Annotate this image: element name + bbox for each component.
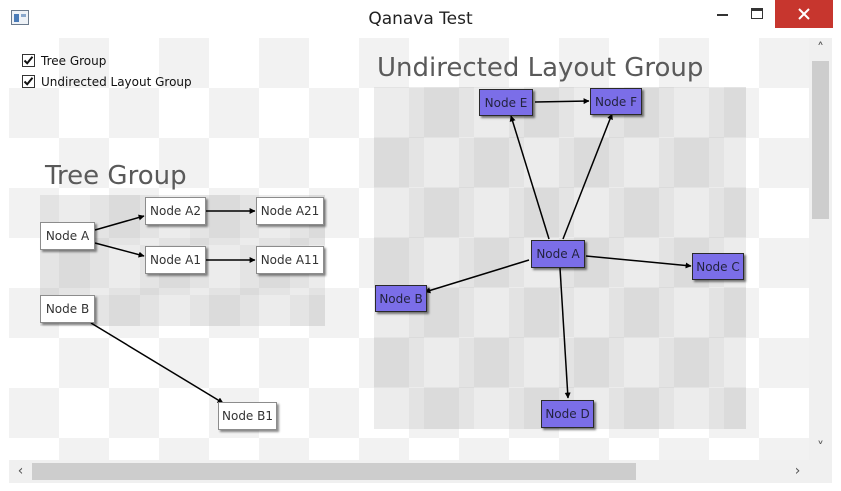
app-window-icon[interactable]: [11, 10, 29, 25]
tree-node-a[interactable]: Node A: [40, 222, 95, 250]
undirected-layout-group-checkbox[interactable]: Undirected Layout Group: [22, 71, 192, 92]
horizontal-scroll-thumb[interactable]: [32, 463, 636, 480]
chevron-right-icon[interactable]: ›: [794, 463, 801, 479]
tree-node-a1[interactable]: Node A1: [145, 246, 206, 274]
client-area: Tree Group Undirected Layout Group Node …: [9, 38, 832, 483]
chevron-up-icon[interactable]: ˄: [817, 41, 824, 57]
edge-und-a-c: [585, 255, 692, 269]
edge-und-a-f: [562, 113, 613, 240]
tree-group-title: Tree Group: [45, 161, 187, 191]
edge-und-a-e: [509, 115, 550, 240]
title-bar: Qanava Test: [0, 0, 841, 38]
tree-group-checkbox-label: Tree Group: [41, 53, 107, 68]
checkbox-box[interactable]: [22, 54, 35, 67]
scrollbar-corner: [809, 460, 832, 483]
vertical-scroll-thumb[interactable]: [812, 61, 829, 219]
chevron-down-icon[interactable]: ˅: [817, 440, 824, 456]
edge-tree-a-a1: [94, 242, 145, 258]
close-button[interactable]: [775, 0, 833, 28]
tree-node-a11[interactable]: Node A11: [256, 246, 324, 274]
tree-node-b[interactable]: Node B: [40, 295, 95, 323]
edge-und-a-d: [559, 267, 571, 399]
tree-node-a2[interactable]: Node A2: [145, 197, 206, 225]
minimize-button[interactable]: [705, 0, 739, 28]
edge-und-e-f: [534, 98, 590, 105]
edge-und-a-b: [424, 259, 530, 294]
tree-group-checkbox[interactable]: Tree Group: [22, 50, 192, 71]
undirected-layout-group-checkbox-label: Undirected Layout Group: [41, 74, 192, 89]
edges-layer: [90, 98, 692, 404]
undirected-group-title: Undirected Layout Group: [377, 53, 704, 83]
undirected-group-area[interactable]: [374, 87, 746, 429]
horizontal-scrollbar[interactable]: ‹ ›: [9, 460, 809, 483]
check-icon: [23, 56, 34, 65]
undirected-node-c[interactable]: Node C: [692, 253, 744, 280]
undirected-node-f[interactable]: Node F: [590, 88, 642, 115]
graph-canvas[interactable]: Tree Group Undirected Layout Group Node …: [9, 38, 809, 460]
tree-node-b1[interactable]: Node B1: [218, 402, 277, 430]
check-icon: [23, 77, 34, 86]
edge-tree-a-a2: [94, 214, 145, 231]
undirected-node-a[interactable]: Node A: [531, 240, 585, 268]
checkbox-box[interactable]: [22, 75, 35, 88]
chevron-left-icon[interactable]: ‹: [17, 463, 24, 479]
undirected-node-d[interactable]: Node D: [541, 400, 594, 428]
tree-node-a21[interactable]: Node A21: [256, 197, 324, 225]
undirected-node-e[interactable]: Node E: [479, 89, 533, 116]
edge-tree-b-b1: [90, 322, 224, 404]
options-panel: Tree Group Undirected Layout Group: [22, 50, 192, 92]
vertical-scrollbar[interactable]: ˄ ˅: [809, 38, 832, 460]
close-icon: [798, 8, 810, 20]
maximize-button[interactable]: [740, 0, 774, 28]
undirected-node-b[interactable]: Node B: [375, 285, 427, 312]
